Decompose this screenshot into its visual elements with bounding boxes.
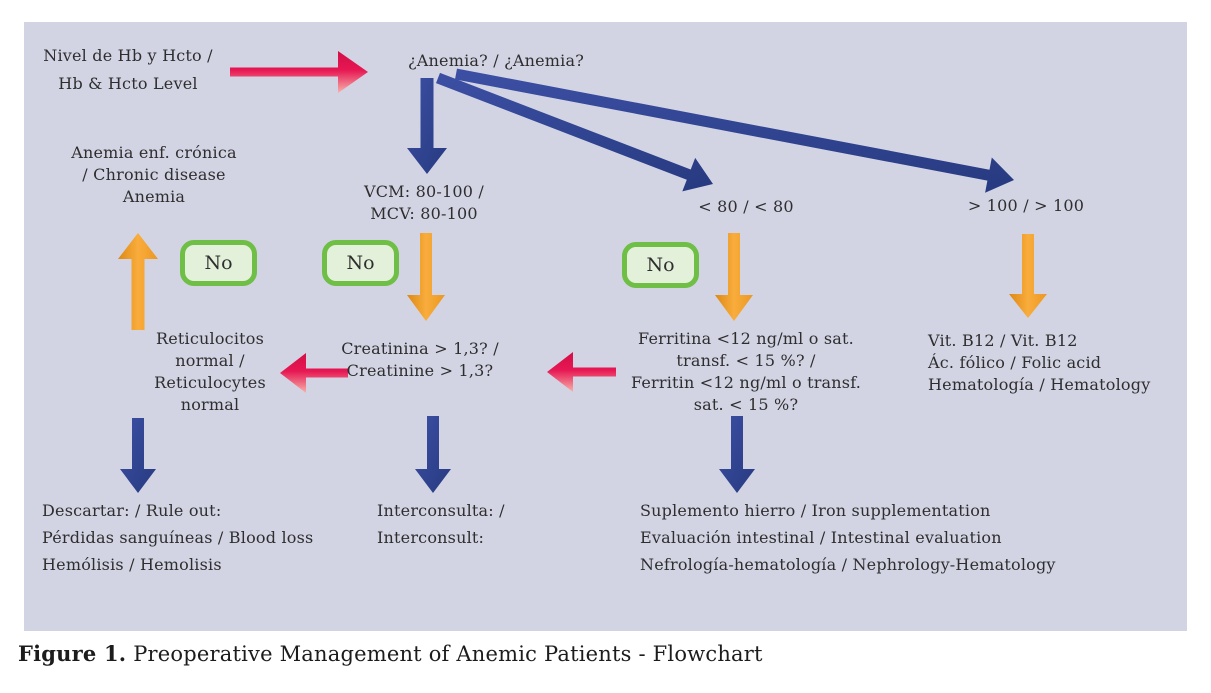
node-line: / Chronic disease xyxy=(82,165,226,184)
node-line: Vit. B12 / Vit. B12 xyxy=(928,331,1078,350)
node-line: Creatinina > 1,3? / xyxy=(341,339,499,358)
node-line: normal xyxy=(180,395,240,414)
node-chronic-anemia: Anemia enf. crónica / Chronic disease An… xyxy=(54,142,254,208)
node-line: Ferritin <12 ng/ml o transf. xyxy=(630,373,862,392)
figure-caption-text: Preoperative Management of Anemic Patien… xyxy=(126,642,763,666)
node-hb-level: Nivel de Hb y Hcto / Hb & Hcto Level xyxy=(28,42,228,98)
node-line: Anemia enf. crónica xyxy=(71,143,237,162)
node-line: Ferritina <12 ng/ml o sat. xyxy=(638,329,854,348)
node-line: Interconsulta: / xyxy=(377,501,505,520)
node-line: Descartar: / Rule out: xyxy=(42,501,222,520)
node-vitb12: Vit. B12 / Vit. B12 Ác. fólico / Folic a… xyxy=(928,330,1150,396)
node-line: normal / xyxy=(175,351,245,370)
node-line: Evaluación intestinal / Intestinal evalu… xyxy=(640,528,1002,547)
node-reticulocytes: Reticulocitos normal / Reticulocytes nor… xyxy=(135,328,285,416)
node-line: Reticulocitos xyxy=(155,329,265,348)
node-line: Creatinine > 1,3? xyxy=(346,361,494,380)
node-anemia-question: ¿Anemia? / ¿Anemia? xyxy=(408,50,584,72)
node-line: MCV: 80-100 xyxy=(370,204,478,223)
node-iron-supplement: Suplemento hierro / Iron supplementation… xyxy=(640,497,1056,578)
node-line: Hb & Hcto Level xyxy=(58,74,198,93)
no-label: No xyxy=(646,254,675,276)
node-mcv-low: < 80 / < 80 xyxy=(686,196,806,218)
no-box-2: No xyxy=(322,240,399,286)
node-ferritin: Ferritina <12 ng/ml o sat. transf. < 15 … xyxy=(620,328,872,416)
node-rule-out: Descartar: / Rule out: Pérdidas sanguíne… xyxy=(42,497,313,578)
node-line: sat. < 15 %? xyxy=(693,395,799,414)
node-line: < 80 / < 80 xyxy=(698,197,794,216)
node-mcv: VCM: 80-100 / MCV: 80-100 xyxy=(349,181,499,225)
no-label: No xyxy=(204,252,233,274)
node-line: Reticulocytes xyxy=(154,373,266,392)
node-line: Hematología / Hematology xyxy=(928,375,1151,394)
node-line: transf. < 15 %? / xyxy=(676,351,816,370)
figure-caption: Figure 1. Preoperative Management of Ane… xyxy=(18,641,763,666)
node-line: VCM: 80-100 / xyxy=(363,182,485,201)
node-line: Pérdidas sanguíneas / Blood loss xyxy=(42,528,314,547)
node-line: ¿Anemia? / ¿Anemia? xyxy=(408,51,584,70)
node-line: Nivel de Hb y Hcto / xyxy=(43,46,213,65)
node-interconsult: Interconsulta: / Interconsult: xyxy=(377,497,505,551)
node-line: > 100 / > 100 xyxy=(967,196,1085,215)
node-line: Ác. fólico / Folic acid xyxy=(928,353,1102,372)
no-box-1: No xyxy=(180,240,257,286)
node-creatinine: Creatinina > 1,3? / Creatinine > 1,3? xyxy=(335,338,505,382)
node-line: Hemólisis / Hemolisis xyxy=(42,555,222,574)
node-line: Anemia xyxy=(122,187,186,206)
node-line: Nefrología-hematología / Nephrology-Hema… xyxy=(640,555,1056,574)
no-box-3: No xyxy=(622,242,699,288)
node-mcv-high: > 100 / > 100 xyxy=(956,195,1096,217)
no-label: No xyxy=(346,252,375,274)
node-line: Suplemento hierro / Iron supplementation xyxy=(640,501,991,520)
node-line: Interconsult: xyxy=(377,528,485,547)
figure-caption-label: Figure 1. xyxy=(18,641,127,666)
